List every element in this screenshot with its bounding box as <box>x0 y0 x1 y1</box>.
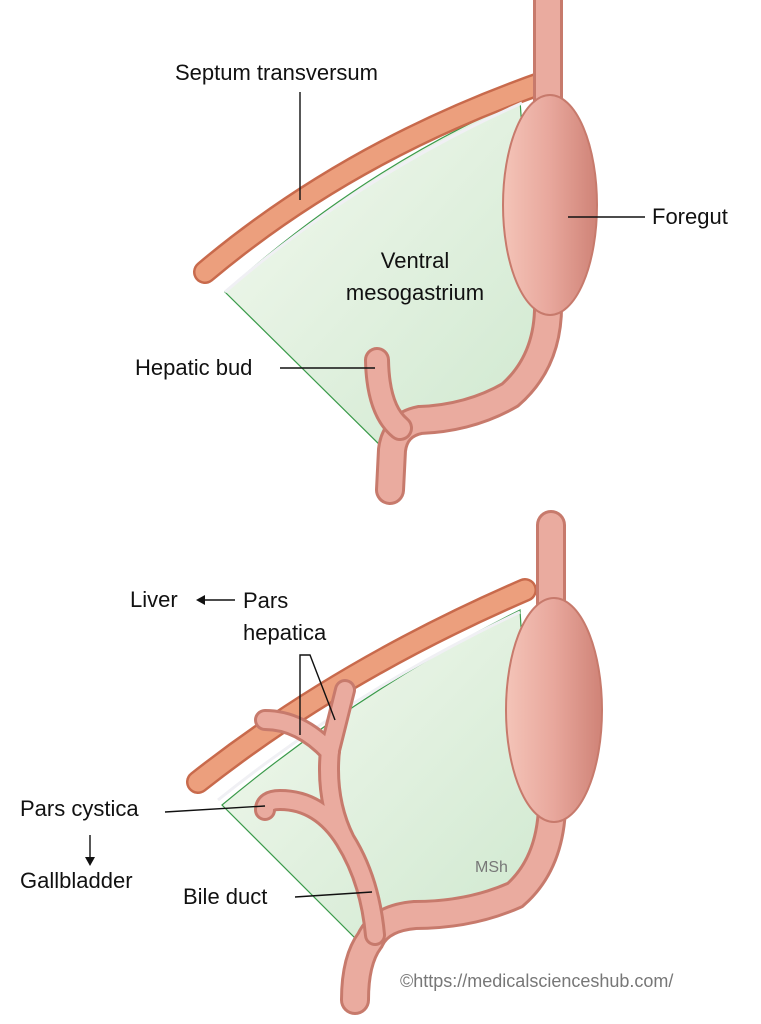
top-diagram: Septum transversum Foregut Ventral mesog… <box>135 0 728 505</box>
label-hepatic-bud: Hepatic bud <box>135 355 252 380</box>
bile-duct-tree <box>254 679 386 946</box>
label-ventral: Ventral <box>381 248 450 273</box>
left-arrow-icon <box>196 595 235 605</box>
label-septum-transversum: Septum transversum <box>175 60 378 85</box>
label-gallbladder: Gallbladder <box>20 868 133 893</box>
copyright-text: ©https://medicalscienceshub.com/ <box>400 971 673 991</box>
watermark-msh: MSh <box>475 859 508 876</box>
leader-line <box>164 805 266 813</box>
label-foregut: Foregut <box>652 204 728 229</box>
leader-line <box>299 654 336 735</box>
foregut <box>340 510 603 1015</box>
label-pars: Pars <box>243 588 288 613</box>
label-mesogastrium: mesogastrium <box>346 280 484 305</box>
label-liver: Liver <box>130 587 178 612</box>
leader-line <box>294 891 373 898</box>
label-pars-cystica: Pars cystica <box>20 796 139 821</box>
hepatic-bud <box>364 347 413 441</box>
down-arrow-icon <box>85 835 95 866</box>
bottom-diagram: Liver Pars hepatica Pars cystica Gallbla… <box>20 510 603 1015</box>
label-bile-duct: Bile duct <box>183 884 267 909</box>
label-hepatica: hepatica <box>243 620 327 645</box>
